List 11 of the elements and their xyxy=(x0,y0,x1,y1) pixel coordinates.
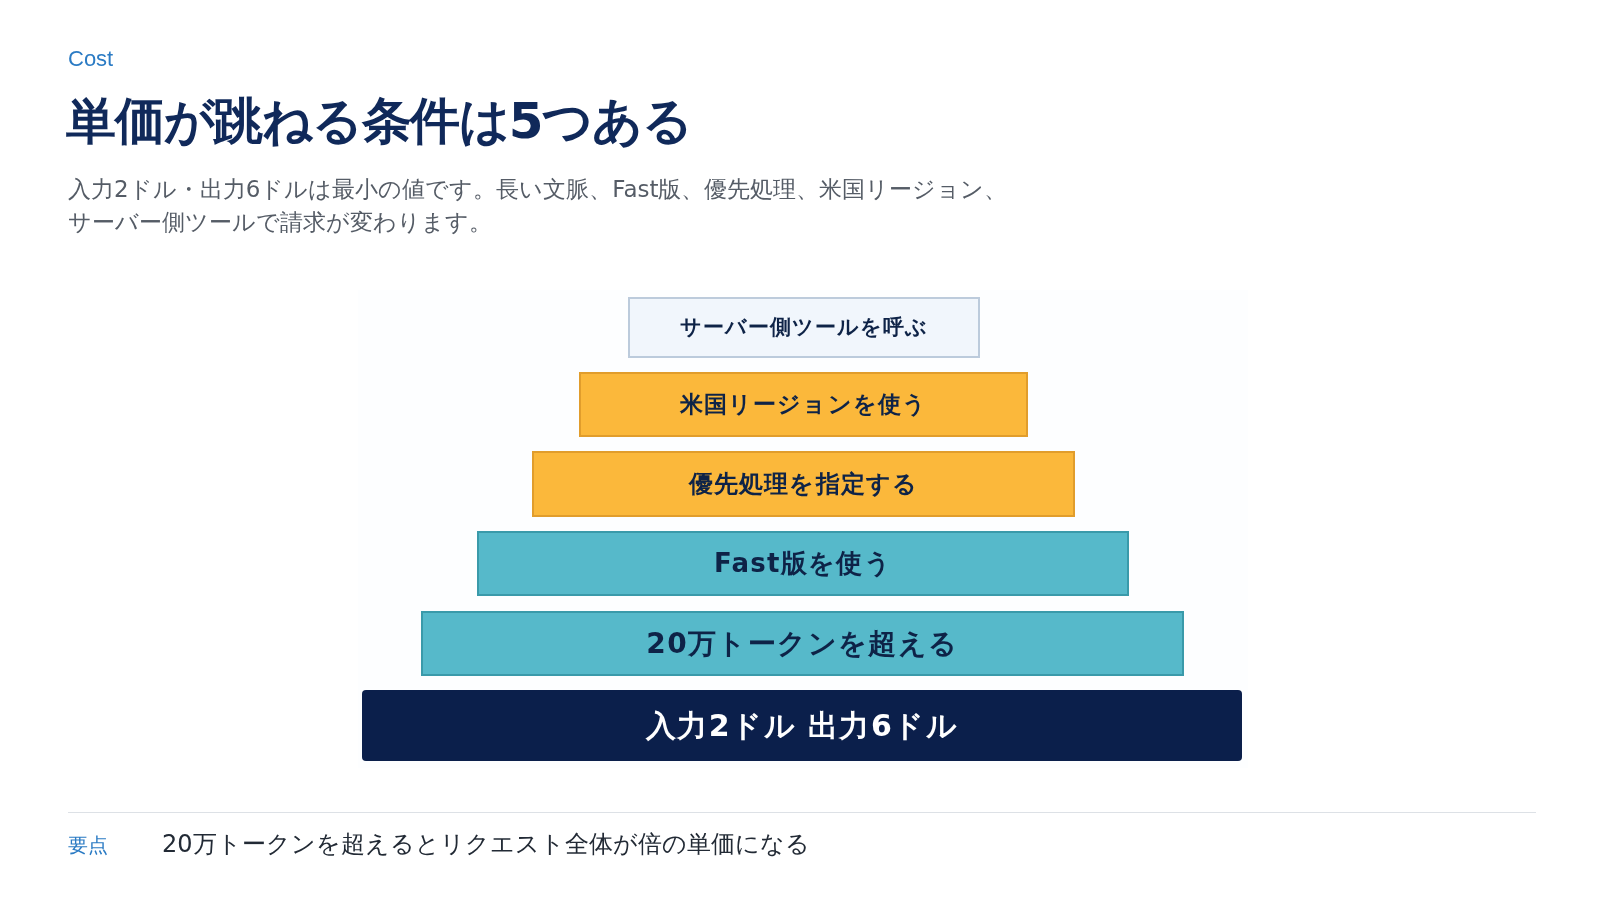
tier-box: サーバー側ツールを呼ぶ xyxy=(628,297,980,358)
subtitle: 入力2ドル・出力6ドルは最小の値です。長い文脈、Fast版、優先処理、米国リージョン、サーバー側ツールで請求が変わります。 xyxy=(68,175,1009,237)
tier-box: Fast版を使う xyxy=(477,531,1129,596)
base-tier-box: 入力2ドル 出力6ドル xyxy=(362,690,1242,761)
tier-box: 米国リージョンを使う xyxy=(579,372,1028,437)
tier-box: 20万トークンを超える xyxy=(421,611,1184,676)
key-point-label: 要点 xyxy=(68,832,108,859)
title: 単価が跳ねる条件は5つある xyxy=(66,91,692,152)
section-label: Cost xyxy=(68,45,114,73)
tier-box: 優先処理を指定する xyxy=(532,451,1075,517)
key-point-text: 20万トークンを超えるとリクエスト全体が倍の単価になる xyxy=(162,829,810,860)
